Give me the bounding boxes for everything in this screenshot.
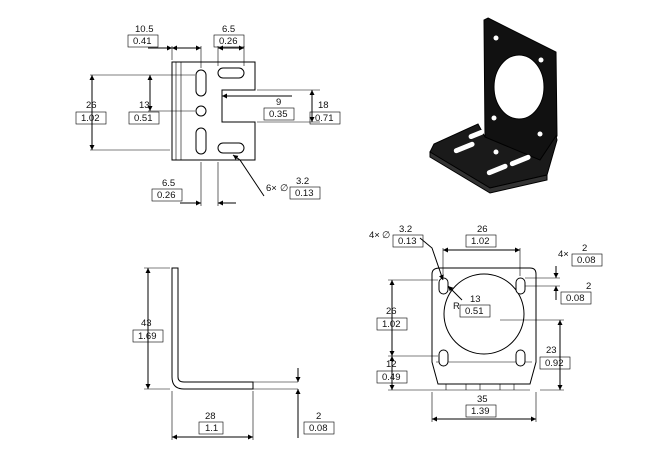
iso-hole [538, 57, 544, 63]
vertical-slot [195, 69, 207, 97]
dim-width-slot-offset-in: 0.41 [133, 36, 152, 47]
plate-dim-spacing-x-mm: 26 [477, 224, 488, 235]
plate-hole-callout-in: 0.13 [398, 236, 417, 247]
horizontal-slot [217, 67, 245, 79]
plate-slot-callout-qty: 4× [558, 249, 569, 260]
dim-slot-spacing-mm: 6.5 [222, 24, 235, 35]
plate-hole-callout-qty: 4× [369, 230, 380, 241]
iso-hole [493, 35, 499, 41]
plate-dim-center-height-in: 0.92 [545, 358, 564, 369]
plate-slot-callout-in: 0.08 [577, 255, 596, 266]
dim-height-half-mm: 13 [139, 100, 150, 111]
hole-callout-qty: 6× [266, 183, 277, 194]
plate-view: 4× ∅ 3.2 0.13 26 1.02 4× 2 0.08 2 0.08 R… [369, 224, 603, 422]
plate-dim-radius-mm: 13 [470, 294, 481, 305]
plate-slot-callout-mm: 2 [582, 243, 587, 254]
vertical-slot [195, 127, 207, 155]
dim-slot-spacing-in: 0.26 [219, 36, 238, 47]
side-view: 43 1.69 28 1.1 2 0.08 [132, 267, 335, 440]
dim-cutout-depth-in: 0.35 [269, 109, 288, 120]
dim-bottom-offset-in: 0.26 [157, 190, 176, 201]
motor-bore [443, 273, 525, 355]
dim-cutout-depth-mm: 9 [276, 97, 281, 108]
mount-slot [438, 277, 449, 295]
dim-bottom-offset-mm: 6.5 [162, 178, 175, 189]
isometric-view [429, 17, 558, 194]
front-plate-outline [171, 61, 256, 161]
dim-width-slot-offset-mm: 10.5 [135, 24, 154, 35]
plate-dim-slot-offset-in: 0.08 [566, 293, 585, 304]
plate-dim-bottom-hole-mm: 12 [386, 359, 397, 370]
side-dim-length-mm: 28 [205, 411, 216, 422]
iso-hole [537, 131, 543, 137]
dim-cutout-height-in: 0.71 [315, 113, 334, 124]
iso-slot [509, 154, 531, 167]
plate-hole-callout-mm: 3.2 [399, 224, 412, 235]
hole-callout-in: 0.13 [295, 188, 314, 199]
dim-height-half-in: 0.51 [134, 113, 153, 124]
side-dim-height-mm: 43 [141, 318, 152, 329]
iso-slot [453, 141, 475, 154]
iso-bracket-edge [429, 151, 548, 194]
iso-motor-hole [493, 54, 545, 120]
side-dim-length-in: 1.1 [205, 423, 218, 434]
hole-callout-mm: 3.2 [296, 176, 309, 187]
iso-center-hole [493, 149, 499, 155]
dim-height-total-in: 1.02 [81, 113, 100, 124]
plate-dim-width-in: 1.39 [471, 406, 490, 417]
plate-dim-slot-offset-mm: 2 [586, 281, 591, 292]
side-dim-thickness-in: 0.08 [309, 423, 328, 434]
plate-dim-bottom-hole-in: 0.49 [382, 372, 401, 383]
front-view: 10.5 0.41 6.5 0.26 26 1.02 13 0.51 9 0.3… [75, 24, 341, 206]
plate-radius-label: R [453, 301, 460, 312]
plate-dim-spacing-y-mm: 26 [386, 306, 397, 317]
mount-slot [515, 277, 526, 295]
hole-callout-symbol: ∅ [280, 183, 288, 194]
plate-dim-width-mm: 35 [477, 394, 488, 405]
iso-hole [491, 115, 497, 121]
mount-slot [438, 349, 449, 367]
plate-dim-radius-in: 0.51 [465, 306, 484, 317]
side-profile [171, 267, 254, 390]
horizontal-slot [217, 142, 245, 154]
center-hole [195, 105, 207, 117]
dim-cutout-height-mm: 18 [318, 100, 329, 111]
iso-slot [486, 163, 508, 176]
plate-dim-spacing-y-in: 1.02 [382, 319, 401, 330]
side-dim-height-in: 1.69 [138, 331, 157, 342]
plate-dim-center-height-mm: 23 [546, 345, 557, 356]
side-dim-thickness-mm: 2 [316, 411, 321, 422]
iso-slot [468, 129, 484, 140]
plate-hole-callout-symbol: ∅ [382, 230, 390, 241]
dim-height-total-mm: 26 [86, 100, 97, 111]
plate-dim-spacing-x-in: 1.02 [471, 236, 490, 247]
mount-slot [515, 349, 526, 367]
